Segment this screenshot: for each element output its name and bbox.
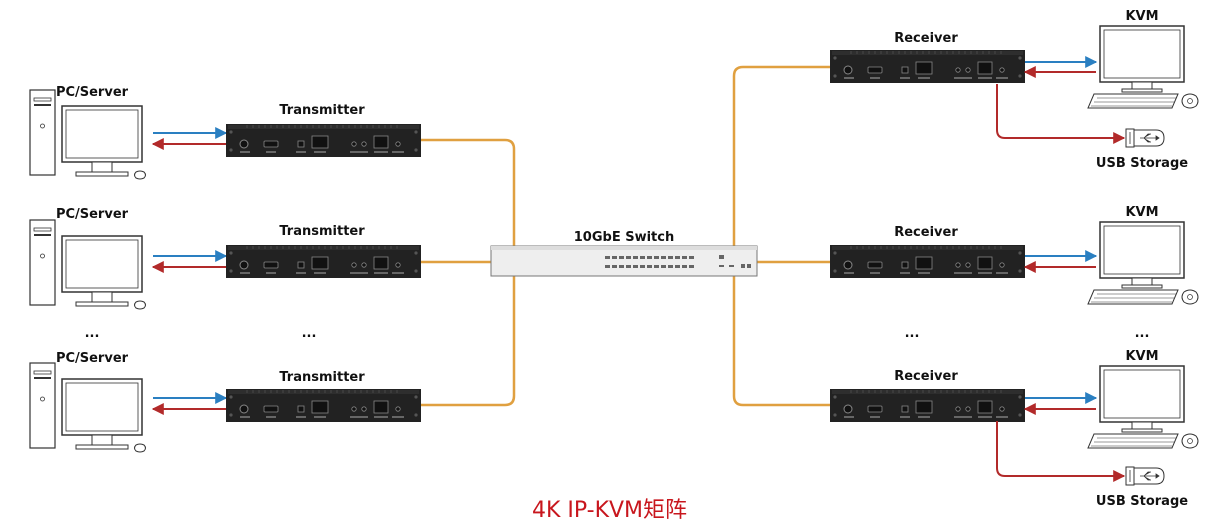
pc-server-label-1: PC/Server: [56, 85, 129, 100]
transmitter-label-2: Transmitter: [279, 224, 365, 239]
kvm-extender-box-icon: [225, 123, 422, 158]
desktop-computer-icon: [29, 89, 147, 180]
pc-server-3: [29, 362, 147, 453]
pc-tx-links: [151, 127, 228, 415]
cable-switch-rx3: [732, 276, 830, 407]
usb-flash-drive-icon: [1125, 128, 1165, 148]
kvm-extender-box-icon: [829, 244, 1026, 279]
receiver-label-2: Receiver: [894, 225, 958, 240]
transmitter-1: [225, 123, 422, 158]
receiver-label-3: Receiver: [894, 369, 958, 384]
ellipsis-pc: ...: [85, 326, 100, 341]
kvm-extender-box-icon: [225, 244, 422, 279]
cable-switch-rx1: [732, 65, 830, 246]
kvm-label-1: KVM: [1125, 9, 1158, 24]
cable-tx3-switch: [421, 276, 516, 407]
usb-storage-1: [1125, 128, 1165, 148]
kvm-label-3: KVM: [1125, 349, 1158, 364]
diagram-caption: 4K IP-KVM矩阵: [531, 498, 688, 523]
ellipsis-kvm: ...: [1135, 326, 1150, 341]
receiver-2: [829, 244, 1026, 279]
pc-server-label-3: PC/Server: [56, 351, 129, 366]
pc-server-2: [29, 219, 147, 310]
receiver-3: [829, 388, 1026, 423]
transmitter-label-1: Transmitter: [279, 103, 365, 118]
kvm-extender-box-icon: [829, 49, 1026, 84]
network-switch-icon: [490, 245, 758, 277]
network-switch: [490, 245, 758, 277]
transmitter-3: [225, 388, 422, 423]
keyboard-monitor-mouse-icon: [1087, 221, 1199, 305]
cable-tx1-switch: [421, 138, 516, 246]
transmitter-2: [225, 244, 422, 279]
kvm-extender-box-icon: [225, 388, 422, 423]
kvm-2: [1087, 221, 1199, 305]
usb-storage-label-1: USB Storage: [1096, 156, 1188, 171]
usb-storage-label-2: USB Storage: [1096, 494, 1188, 509]
desktop-computer-icon: [29, 219, 147, 310]
kvm-1: [1087, 25, 1199, 109]
ellipsis-rx: ...: [905, 326, 920, 341]
kvm-label-2: KVM: [1125, 205, 1158, 220]
keyboard-monitor-mouse-icon: [1087, 365, 1199, 449]
keyboard-monitor-mouse-icon: [1087, 25, 1199, 109]
pc-server-1: [29, 89, 147, 180]
rx-kvm-links: [1023, 56, 1098, 415]
usb-storage-2: [1125, 466, 1165, 486]
switch-label: 10GbE Switch: [574, 230, 674, 245]
receiver-1: [829, 49, 1026, 84]
desktop-computer-icon: [29, 362, 147, 453]
pc-server-label-2: PC/Server: [56, 207, 129, 222]
ellipsis-tx: ...: [302, 326, 317, 341]
receiver-label-1: Receiver: [894, 31, 958, 46]
kvm-3: [1087, 365, 1199, 449]
kvm-extender-box-icon: [829, 388, 1026, 423]
network-cables: [421, 65, 830, 407]
transmitter-label-3: Transmitter: [279, 370, 365, 385]
usb-links: [996, 84, 1126, 482]
usb-flash-drive-icon: [1125, 466, 1165, 486]
